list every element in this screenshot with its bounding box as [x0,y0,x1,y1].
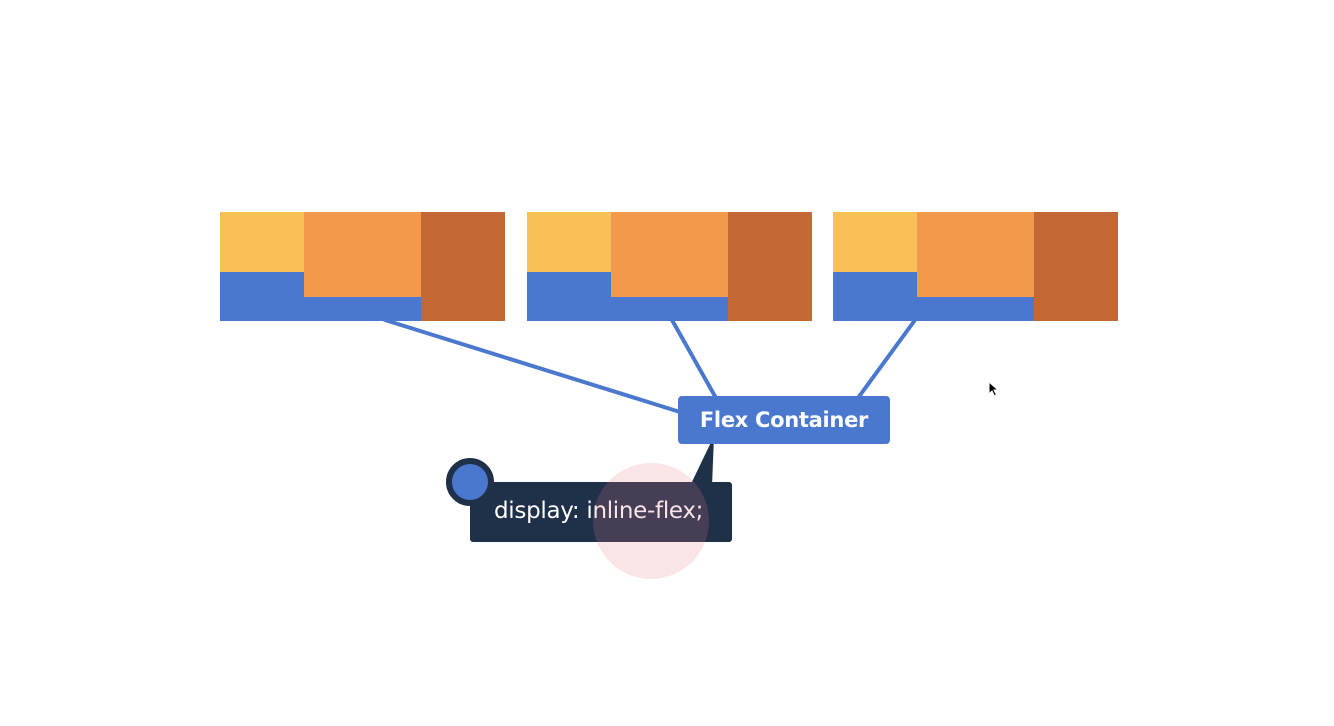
flex-item-orange [611,212,728,297]
flex-container-label: Flex Container [678,396,890,444]
flex-item-rust [421,212,505,321]
flex-item-rust [1034,212,1118,321]
flex-item-yellow [527,212,611,272]
flex-item-orange [917,212,1034,297]
flex-item-rust [728,212,812,321]
code-callout-pointer [690,436,714,486]
connector-line-1 [383,318,682,414]
code-callout: display: inline-flex; [470,482,732,542]
flex-item-yellow [833,212,917,272]
connector-lines [383,318,917,414]
flex-container-3 [833,212,1118,321]
flex-container-2 [527,212,812,321]
flex-item-yellow [220,212,304,272]
connector-line-2 [670,318,718,400]
flex-item-orange [304,212,421,297]
bullet-dot-icon [446,458,494,506]
mouse-pointer-icon [988,381,1000,397]
flex-container-1 [220,212,505,321]
connector-line-3 [856,318,917,400]
